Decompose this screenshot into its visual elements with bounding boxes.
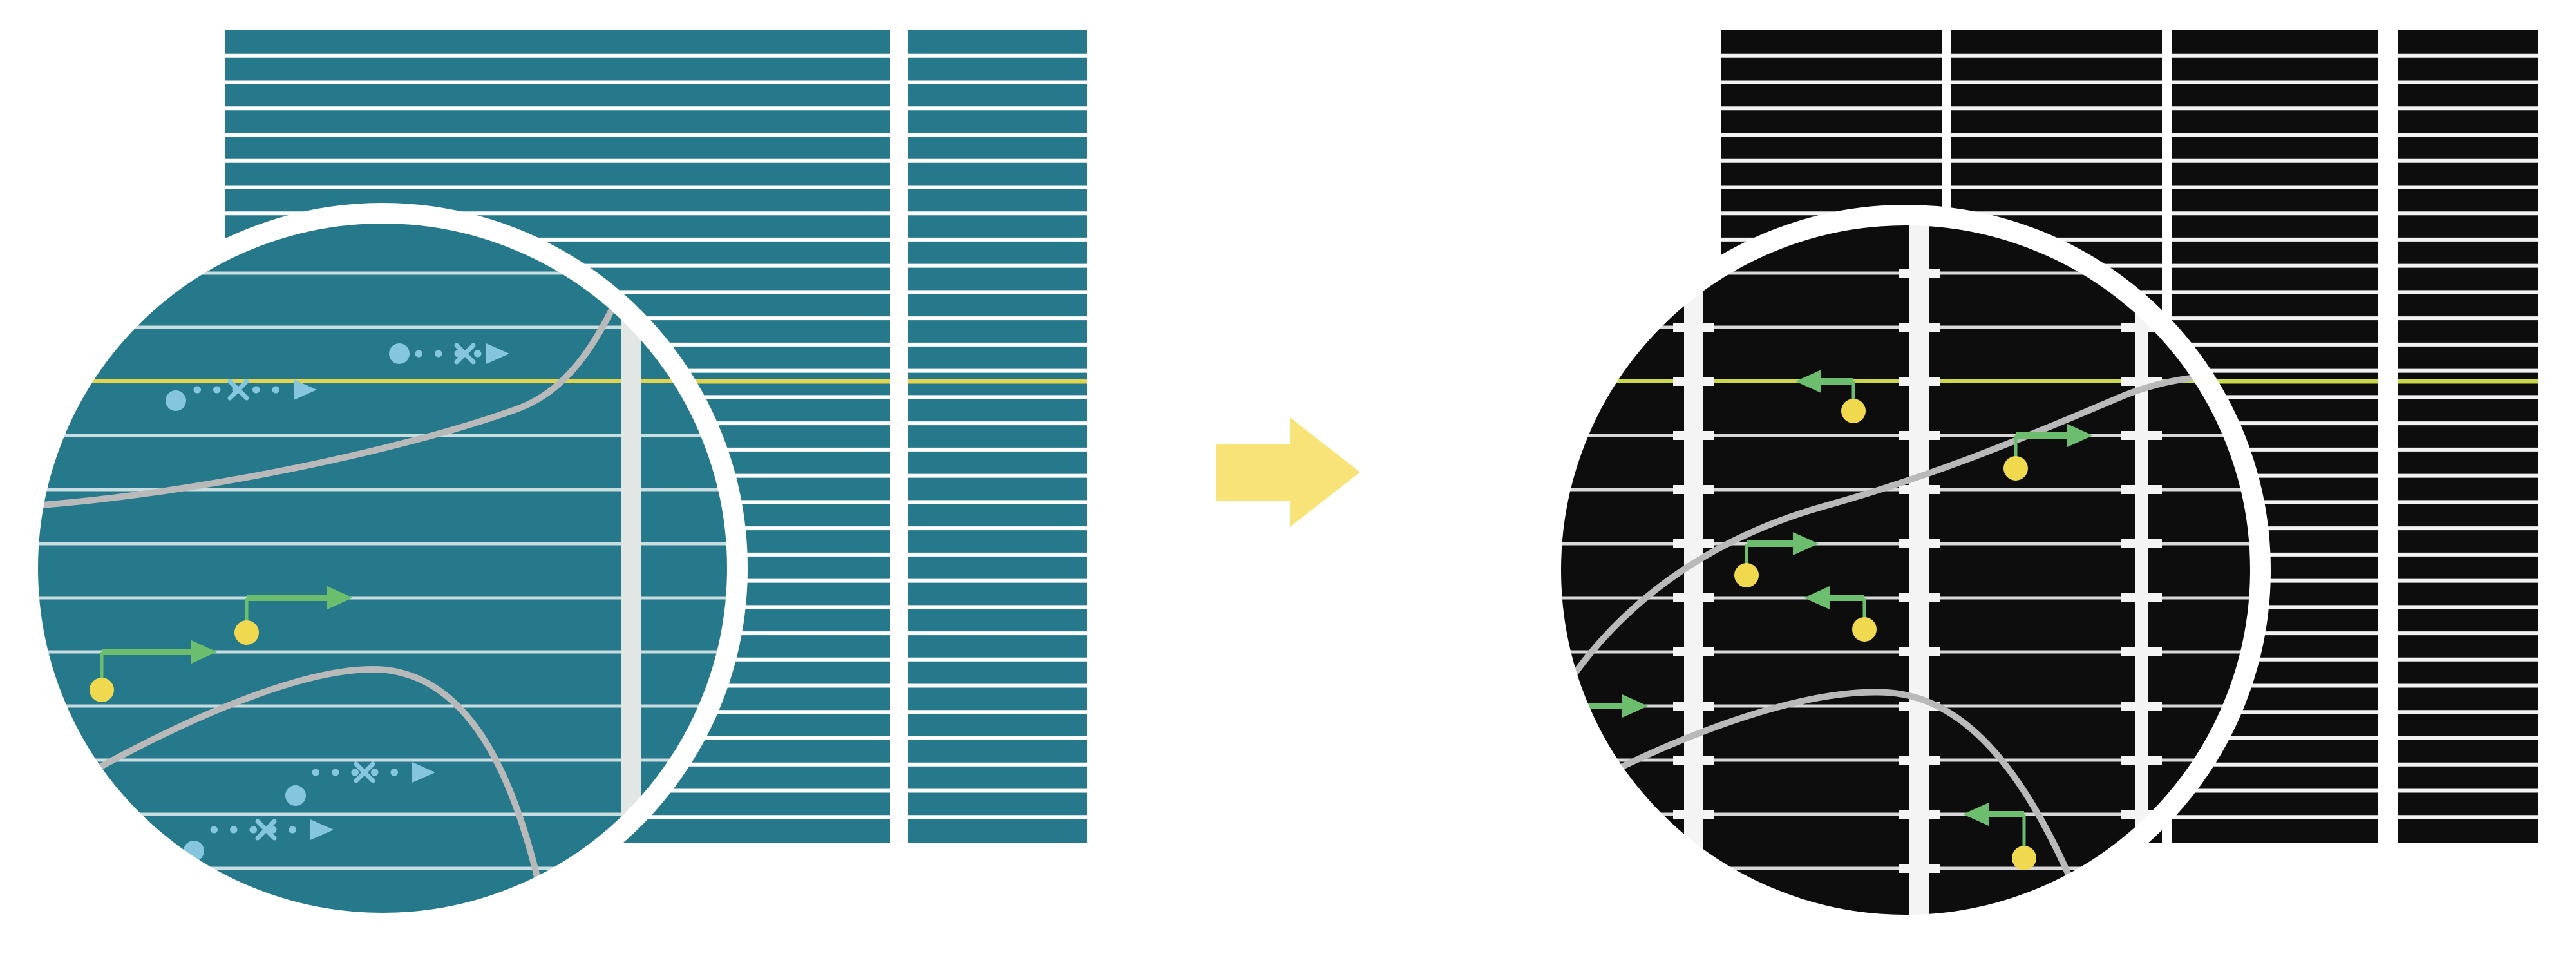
- right-magnifier: [1540, 205, 2271, 935]
- hole-dot: [234, 620, 259, 645]
- hole-collection-marker: [1734, 532, 1819, 587]
- electron-arrowhead-icon: [310, 819, 334, 840]
- magnifier-ring: [17, 203, 748, 933]
- electron-dot: [389, 343, 410, 364]
- busbar-pad: [2121, 756, 2162, 765]
- hole-collection-marker: [1795, 370, 1866, 423]
- busbar: [1909, 215, 1929, 925]
- electron-recombination-marker: [166, 379, 317, 411]
- busbar-pad: [1899, 864, 1940, 873]
- busbar-pad: [2121, 431, 2162, 440]
- left-magnifier: [17, 203, 748, 933]
- cell-panel: [2398, 30, 2538, 843]
- busbar-pad: [1899, 431, 1940, 440]
- hole-dot: [90, 678, 114, 702]
- collection-arrowhead-icon: [327, 586, 353, 609]
- busbar-pad: [2121, 702, 2162, 711]
- busbar-pad: [1899, 377, 1940, 386]
- busbar-pad: [1899, 647, 1940, 656]
- electron-arrowhead-icon: [486, 343, 509, 364]
- electron-dot: [166, 390, 186, 411]
- collection-arrowhead-icon: [1793, 532, 1819, 555]
- recombination-x-icon: [227, 379, 249, 401]
- busbar-pad: [1899, 756, 1940, 765]
- collection-arrowhead-icon: [1963, 803, 1989, 826]
- electron-recombination-marker: [389, 343, 509, 365]
- busbar-pad: [1673, 756, 1714, 765]
- cell-panel: [908, 30, 1087, 843]
- busbar-pad: [1899, 269, 1940, 278]
- busbar-pad: [1673, 377, 1714, 386]
- busbar-pad: [2121, 539, 2162, 548]
- collection-arrowhead-icon: [191, 640, 217, 664]
- magnified-cell-surface: [1551, 215, 2260, 925]
- electron-recombination-marker: [285, 761, 435, 806]
- recombination-x-icon: [454, 343, 476, 365]
- busbar-pad: [1673, 593, 1714, 602]
- left-magnifier-content: [28, 213, 737, 923]
- electron-arrowhead-icon: [294, 379, 317, 400]
- transform-arrow-icon: [1216, 417, 1360, 527]
- busbar-pad: [1899, 593, 1940, 602]
- hole-dot: [2003, 456, 2028, 481]
- busbar-pad: [1673, 485, 1714, 494]
- grain-boundary-line: [1551, 370, 2260, 708]
- hole-collection-marker: [1804, 586, 1877, 642]
- hole-dot: [1734, 563, 1759, 587]
- busbar-pad: [1673, 431, 1714, 440]
- busbar-pad: [1673, 810, 1714, 819]
- collection-arrowhead-icon: [1622, 694, 1648, 718]
- busbar-pad: [1673, 539, 1714, 548]
- magnified-cell-surface: [28, 213, 737, 923]
- recombination-x-icon: [255, 819, 277, 841]
- busbar-pad: [1899, 810, 1940, 819]
- busbar-pad: [1673, 702, 1714, 711]
- busbar-pad: [1673, 323, 1714, 332]
- collection-arrowhead-icon: [1795, 370, 1821, 393]
- grain-boundary-line: [28, 227, 652, 510]
- busbar-pad: [1899, 485, 1940, 494]
- collection-arrowhead-icon: [2067, 424, 2093, 447]
- busbar-pad: [1899, 323, 1940, 332]
- hole-dot: [2012, 846, 2036, 870]
- busbar-pad: [1899, 539, 1940, 548]
- electron-arrowhead-icon: [412, 762, 435, 783]
- busbar-pad: [2121, 485, 2162, 494]
- grain-boundary-line: [1551, 689, 2091, 924]
- electron-dot: [285, 785, 306, 806]
- busbar-pad: [2121, 593, 2162, 602]
- hole-dot: [1841, 399, 1866, 423]
- busbar-pad: [1673, 647, 1714, 656]
- busbar-pad: [2121, 647, 2162, 656]
- hole-collection-marker: [234, 586, 353, 645]
- hole-collection-marker: [2003, 424, 2093, 481]
- magnifier-ring: [1540, 205, 2271, 935]
- hole-collection-marker: [90, 640, 217, 702]
- grain-boundary-line: [59, 666, 551, 923]
- hole-collection-marker: [1963, 803, 2036, 870]
- recombination-x-icon: [354, 761, 375, 783]
- collection-arrowhead-icon: [1804, 586, 1830, 609]
- hole-dot: [1852, 617, 1877, 642]
